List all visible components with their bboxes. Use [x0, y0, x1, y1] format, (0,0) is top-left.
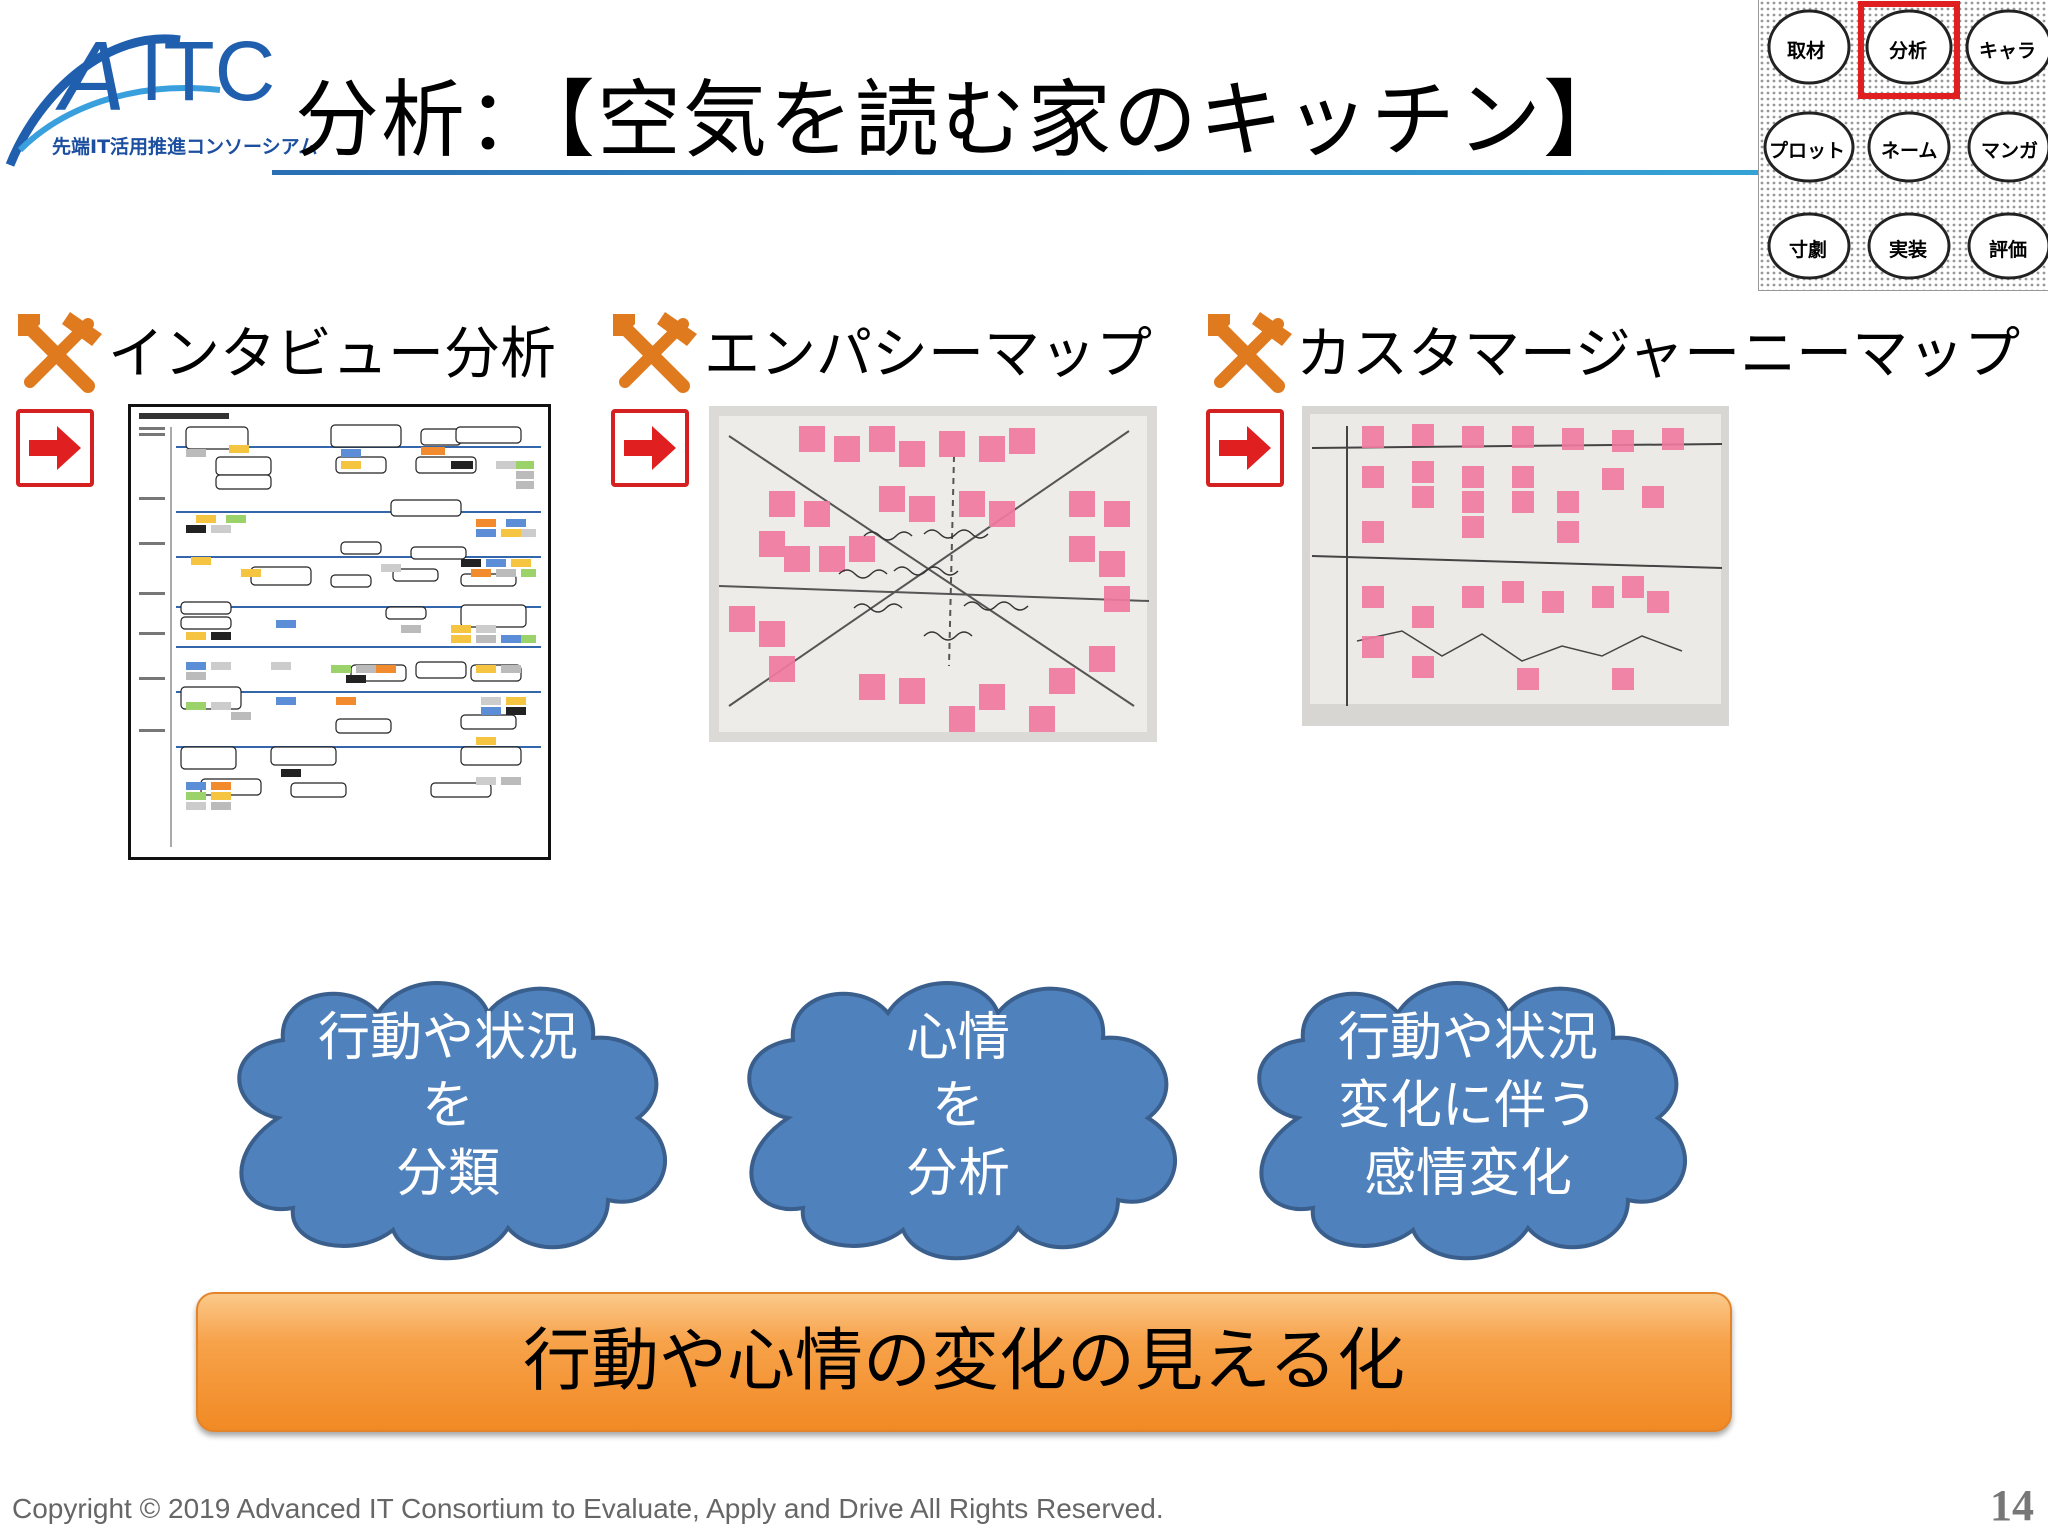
interview-analysis-document	[128, 404, 551, 860]
cloud-text-line: 行動や状況	[1337, 1008, 1598, 1068]
process-node-implementation: 実装	[1889, 239, 1928, 261]
cloud-text-line: 心情	[905, 1008, 1010, 1068]
section-label-interview-analysis: インタビュー分析	[108, 322, 556, 387]
logo-subtitle: 先端IT活用推進コンソーシアム	[52, 136, 318, 158]
section-label-empathy-map: エンパシーマップ	[704, 322, 1152, 387]
page-title: 分析：【空気を読む家のキッチン】	[295, 71, 1630, 169]
aitc-logo: A ITC	[0, 0, 300, 185]
arrow-right-icon[interactable]	[1205, 408, 1285, 488]
cloud-analyze-emotion: 心情 を 分析	[708, 968, 1208, 1268]
cloud-text-line: 分類	[395, 1144, 500, 1204]
aitc-logo-text: ITC	[140, 24, 275, 118]
visualization-banner: 行動や心情の変化の見える化	[196, 1292, 1732, 1432]
process-node-character: キャラ	[1979, 40, 2037, 62]
tools-icon	[1200, 306, 1296, 402]
cloud-text-line: 変化に伴う	[1337, 1076, 1598, 1136]
page-number: 14	[1990, 1481, 2034, 1530]
customer-journey-map-photo	[1302, 406, 1729, 726]
cloud-emotion-change: 行動や状況 変化に伴う 感情変化	[1218, 968, 1718, 1268]
section-label-customer-journey-map: カスタマージャーニーマップ	[1296, 322, 2021, 387]
copyright-footer: Copyright © 2019 Advanced IT Consortium …	[12, 1493, 1164, 1524]
process-node-name: ネーム	[1881, 140, 1938, 162]
cloud-text-line: 分析	[905, 1144, 1010, 1204]
process-node-manga: マンガ	[1981, 140, 2039, 162]
title-underline	[272, 170, 1772, 175]
empathy-map-photo	[709, 406, 1157, 742]
cloud-classify-behavior: 行動や状況 を 分類	[198, 968, 698, 1268]
tools-icon	[10, 306, 106, 402]
cloud-text-line: を	[421, 1076, 474, 1136]
process-node-evaluation: 評価	[1989, 239, 2028, 261]
banner-text: 行動や心情の変化の見える化	[523, 1322, 1405, 1401]
process-node-interview: 取材	[1787, 40, 1826, 62]
process-node-plot: プロット	[1769, 140, 1846, 162]
cloud-text-line: 感情変化	[1363, 1144, 1572, 1204]
process-map: 取材 分析 キャラ プロット ネーム マンガ 寸劇 実装 評価	[1758, 0, 2048, 291]
arrow-right-icon[interactable]	[610, 408, 690, 488]
svg-text:A: A	[55, 21, 125, 131]
cloud-text-line: を	[931, 1076, 984, 1136]
highlight-box	[1858, 1, 1960, 99]
process-node-skit: 寸劇	[1789, 239, 1828, 261]
cloud-text-line: 行動や状況	[317, 1008, 578, 1068]
arrow-right-icon[interactable]	[15, 408, 95, 488]
tools-icon	[605, 306, 701, 402]
process-node-analysis: 分析	[1889, 40, 1928, 62]
